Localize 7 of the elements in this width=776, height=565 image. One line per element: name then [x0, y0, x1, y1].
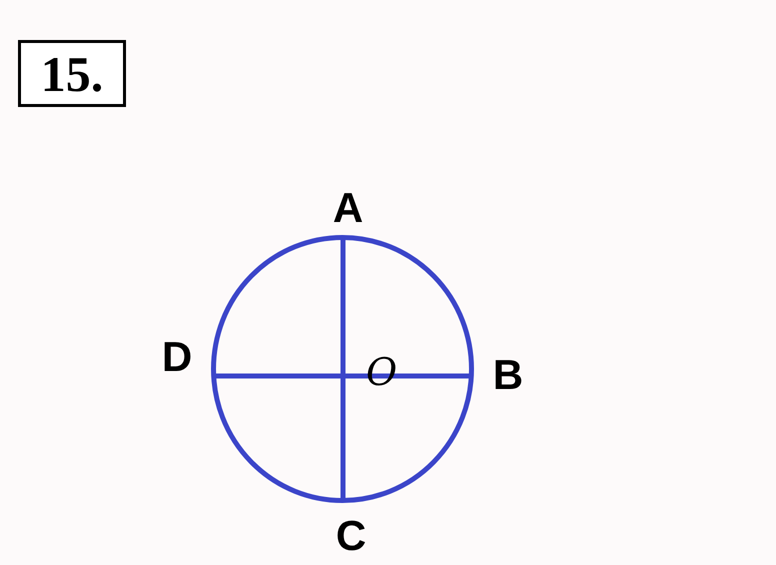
number-box — [18, 40, 126, 107]
point-label: A — [332, 187, 364, 229]
point-label: D — [162, 336, 192, 378]
circle — [211, 235, 474, 503]
point-label: B — [492, 354, 524, 396]
problem-number: 15. — [40, 48, 104, 98]
point-label: C — [336, 515, 366, 557]
